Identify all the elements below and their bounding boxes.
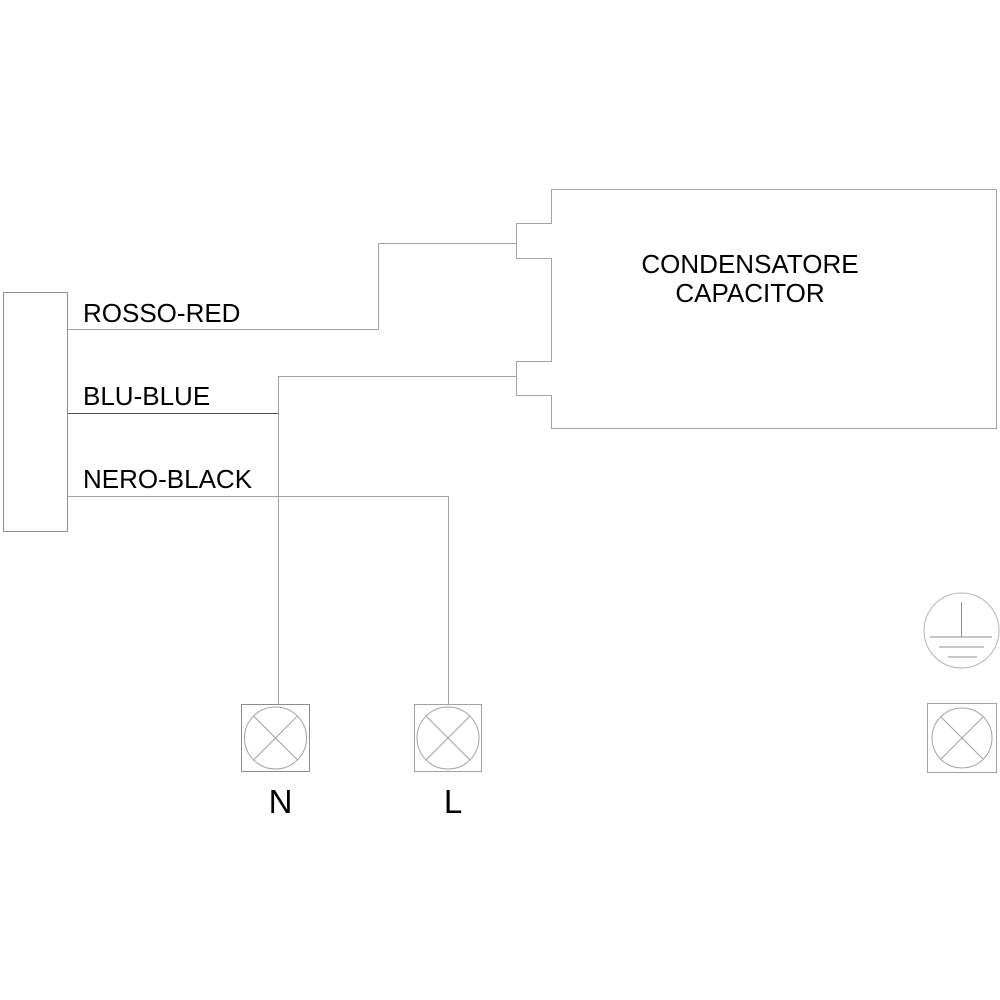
wire-blu-blue-riser — [278, 376, 279, 705]
terminal-n-label: N — [268, 783, 293, 820]
capacitor-outline — [516, 189, 997, 429]
terminal-aux-icon — [927, 703, 997, 773]
wire-rosso-red-vertical — [378, 243, 379, 330]
terminal-l-icon — [414, 704, 482, 772]
motor-terminal-block — [3, 292, 68, 532]
wire-label-rosso-red: ROSSO-RED — [83, 298, 241, 328]
wire-blu-blue-to-capacitor — [278, 376, 517, 377]
capacitor-label-line2: CAPACITOR — [675, 278, 825, 308]
terminal-n-icon — [241, 704, 310, 772]
wire-label-nero-black: NERO-BLACK — [83, 464, 253, 494]
capacitor-label-line1: CONDENSATORE — [641, 249, 859, 279]
terminal-l-label: L — [443, 783, 463, 820]
wire-label-blu-blue: BLU-BLUE — [83, 381, 211, 411]
wire-rosso-red-to-capacitor — [378, 243, 517, 244]
wire-nero-black-drop — [448, 496, 449, 705]
wire-rosso-red-horizontal — [68, 329, 379, 330]
wire-blu-blue-horizontal — [68, 413, 278, 414]
wire-nero-black-horizontal — [68, 496, 449, 497]
capacitor-label: CONDENSATORE CAPACITOR — [555, 250, 945, 308]
protective-earth-icon — [923, 592, 1000, 669]
